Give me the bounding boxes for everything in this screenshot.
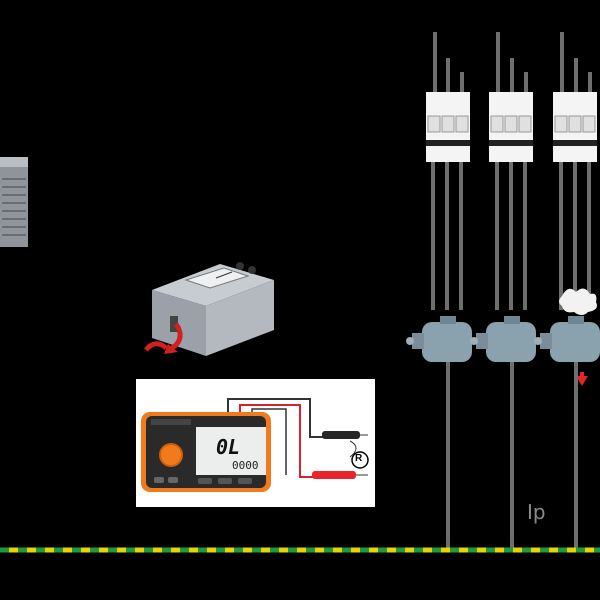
breaker-2 <box>489 92 533 162</box>
motor-2 <box>470 316 536 362</box>
meter-display-sub: 0000 <box>232 459 259 472</box>
probe-label: R <box>355 453 363 464</box>
motor-3 <box>534 316 600 362</box>
ground-bar <box>0 546 600 554</box>
circuit-area <box>400 0 600 560</box>
crank-handle <box>142 318 184 358</box>
meter-display-main: 0L <box>216 435 241 459</box>
breaker-3 <box>553 92 597 162</box>
analog-insulation-tester <box>140 250 280 362</box>
digital-tester-panel: 0L 0000 R <box>136 379 375 507</box>
motor-1 <box>406 316 472 362</box>
control-cabinet <box>0 155 30 250</box>
breaker-1 <box>426 92 470 162</box>
ip-label: Ip <box>527 500 546 524</box>
